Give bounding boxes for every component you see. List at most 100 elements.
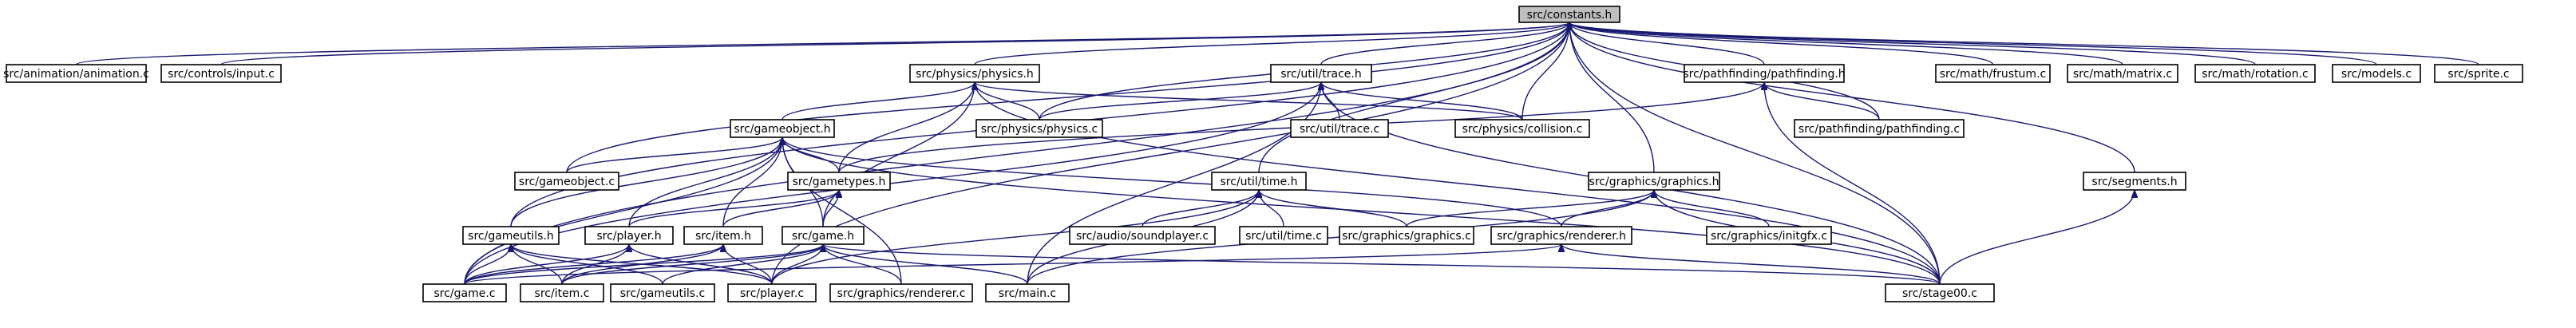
node-segments-h[interactable]: src/segments.h — [2083, 172, 2186, 191]
node-initgfx[interactable]: src/graphics/initgfx.c — [1706, 226, 1832, 245]
node-player-c[interactable]: src/player.c — [727, 283, 817, 302]
edge-pathfinding-c-includes-pathfinding-h — [1764, 81, 1880, 121]
edge-models-includes-constants — [1569, 22, 2377, 65]
node-gameobject-h[interactable]: src/gameobject.h — [730, 119, 835, 138]
node-sprite[interactable]: src/sprite.c — [2434, 64, 2523, 83]
node-game-h[interactable]: src/game.h — [782, 226, 865, 245]
node-renderer-c[interactable]: src/graphics/renderer.c — [829, 283, 973, 302]
edge-stage00-includes-renderer-h — [1561, 243, 1941, 285]
node-box — [160, 64, 282, 83]
edge-matrix-includes-constants — [1569, 22, 2123, 65]
node-box — [1588, 172, 1720, 191]
node-animation[interactable]: src/animation/animation.c — [3, 64, 149, 83]
node-item-h[interactable]: src/item.h — [683, 226, 763, 245]
node-gametypes-h[interactable]: src/gametypes.h — [787, 172, 891, 191]
edge-game-c-includes-game-h — [464, 243, 823, 285]
node-box — [1684, 64, 1845, 83]
node-collision[interactable]: src/physics/collision.c — [1454, 119, 1590, 138]
node-label: src/graphics/graphics.h — [1589, 176, 1719, 188]
node-label: src/models.c — [2341, 68, 2412, 81]
node-box — [422, 283, 507, 302]
node-label: src/audio/soundplayer.c — [1076, 230, 1209, 243]
node-pathfinding-h[interactable]: src/pathfinding/pathfinding.h — [1683, 64, 1846, 83]
edge-animation-includes-constants — [75, 22, 1570, 65]
edge-graphics-c-includes-graphics-h — [1406, 189, 1654, 227]
node-box — [1706, 226, 1832, 245]
node-trace-c[interactable]: src/util/trace.c — [1290, 119, 1389, 138]
edge-gameutils-h-includes-gameobject-h — [510, 136, 782, 227]
node-physics-h[interactable]: src/physics/physics.h — [909, 64, 1040, 83]
node-box — [514, 172, 619, 191]
node-label: src/sprite.c — [2447, 68, 2509, 81]
edge-player-c-includes-item-h — [723, 243, 773, 285]
edge-stage00-includes-pathfinding-h — [1764, 82, 1941, 285]
node-box — [520, 283, 604, 302]
node-box — [2083, 172, 2186, 191]
node-label: src/gameobject.h — [734, 123, 830, 136]
node-graphics-h[interactable]: src/graphics/graphics.h — [1588, 172, 1720, 191]
node-box — [2434, 64, 2523, 83]
node-box — [1935, 64, 2051, 83]
node-constants[interactable]: src/constants.h — [1518, 6, 1620, 23]
node-label: src/stage00.c — [1902, 287, 1977, 300]
node-box — [1518, 6, 1620, 23]
node-box — [2332, 64, 2421, 83]
node-gameobject-c[interactable]: src/gameobject.c — [514, 172, 619, 191]
node-label: src/pathfinding/pathfinding.h — [1683, 68, 1845, 81]
edge-physics-c-includes-trace-h — [1039, 81, 1321, 121]
node-label: src/math/frustum.c — [1940, 68, 2046, 81]
node-time-h[interactable]: src/util/time.h — [1211, 172, 1307, 191]
edge-game-h-includes-gametypes-h — [822, 190, 839, 227]
node-main-c[interactable]: src/main.c — [985, 283, 1070, 302]
node-label: src/main.c — [999, 287, 1056, 300]
node-gameutils-c[interactable]: src/gameutils.c — [610, 283, 715, 302]
edge-player-h-includes-gametypes-h — [628, 189, 839, 227]
node-models[interactable]: src/models.c — [2332, 64, 2421, 83]
node-box — [1794, 119, 1965, 138]
node-box — [730, 119, 835, 138]
node-label: src/gametypes.h — [793, 176, 886, 188]
node-pathfinding-c[interactable]: src/pathfinding/pathfinding.c — [1794, 119, 1965, 138]
node-box — [584, 226, 674, 245]
node-label: src/animation/animation.c — [3, 68, 149, 81]
edge-game-c-includes-item-h — [464, 243, 723, 285]
node-label: src/item.h — [695, 230, 751, 243]
node-game-c[interactable]: src/game.c — [422, 283, 507, 302]
node-graphics-c[interactable]: src/graphics/graphics.c — [1339, 226, 1474, 245]
edge-segments-h-includes-constants — [1569, 22, 2135, 173]
node-label: src/player.c — [740, 287, 804, 300]
edge-item-c-includes-game-h — [561, 243, 823, 285]
edge-collision-includes-trace-h — [1321, 81, 1523, 121]
edge-game-c-includes-gameobject-h — [464, 137, 782, 285]
node-gameutils-h[interactable]: src/gameutils.h — [462, 226, 560, 245]
node-renderer-h[interactable]: src/graphics/renderer.h — [1490, 226, 1632, 245]
node-label: src/game.c — [433, 287, 495, 300]
edge-graphics-c-includes-time-h — [1259, 189, 1407, 227]
edge-collision-includes-constants — [1521, 22, 1569, 121]
node-item-c[interactable]: src/item.c — [520, 283, 604, 302]
node-input[interactable]: src/controls/input.c — [160, 64, 282, 83]
edge-player-h-includes-gameobject-h — [628, 137, 782, 227]
node-player-h[interactable]: src/player.h — [584, 226, 674, 245]
edge-game-c-includes-renderer-h — [464, 243, 1561, 285]
node-physics-c[interactable]: src/physics/physics.c — [975, 119, 1103, 138]
node-label: src/math/matrix.c — [2073, 68, 2172, 81]
node-matrix[interactable]: src/math/matrix.c — [2067, 64, 2178, 83]
node-stage00[interactable]: src/stage00.c — [1885, 283, 1995, 302]
node-label: src/util/trace.h — [1280, 68, 1361, 81]
node-label: src/util/time.c — [1245, 230, 1322, 243]
node-soundplayer[interactable]: src/audio/soundplayer.c — [1069, 226, 1216, 245]
node-frustum[interactable]: src/math/frustum.c — [1935, 64, 2051, 83]
edge-player-c-includes-time-h — [771, 189, 1259, 285]
node-box — [1290, 119, 1389, 138]
edge-stage00-includes-game-h — [823, 243, 1941, 285]
node-box — [1239, 226, 1328, 245]
node-trace-h[interactable]: src/util/trace.h — [1270, 64, 1372, 83]
node-label: src/physics/physics.c — [981, 123, 1098, 136]
node-rotation[interactable]: src/math/rotation.c — [2194, 64, 2316, 83]
edge-stage00-includes-constants — [1569, 22, 1941, 285]
edge-graphics-h-includes-constants — [1569, 22, 1655, 173]
node-box — [787, 172, 891, 191]
node-time-c[interactable]: src/util/time.c — [1239, 226, 1328, 245]
